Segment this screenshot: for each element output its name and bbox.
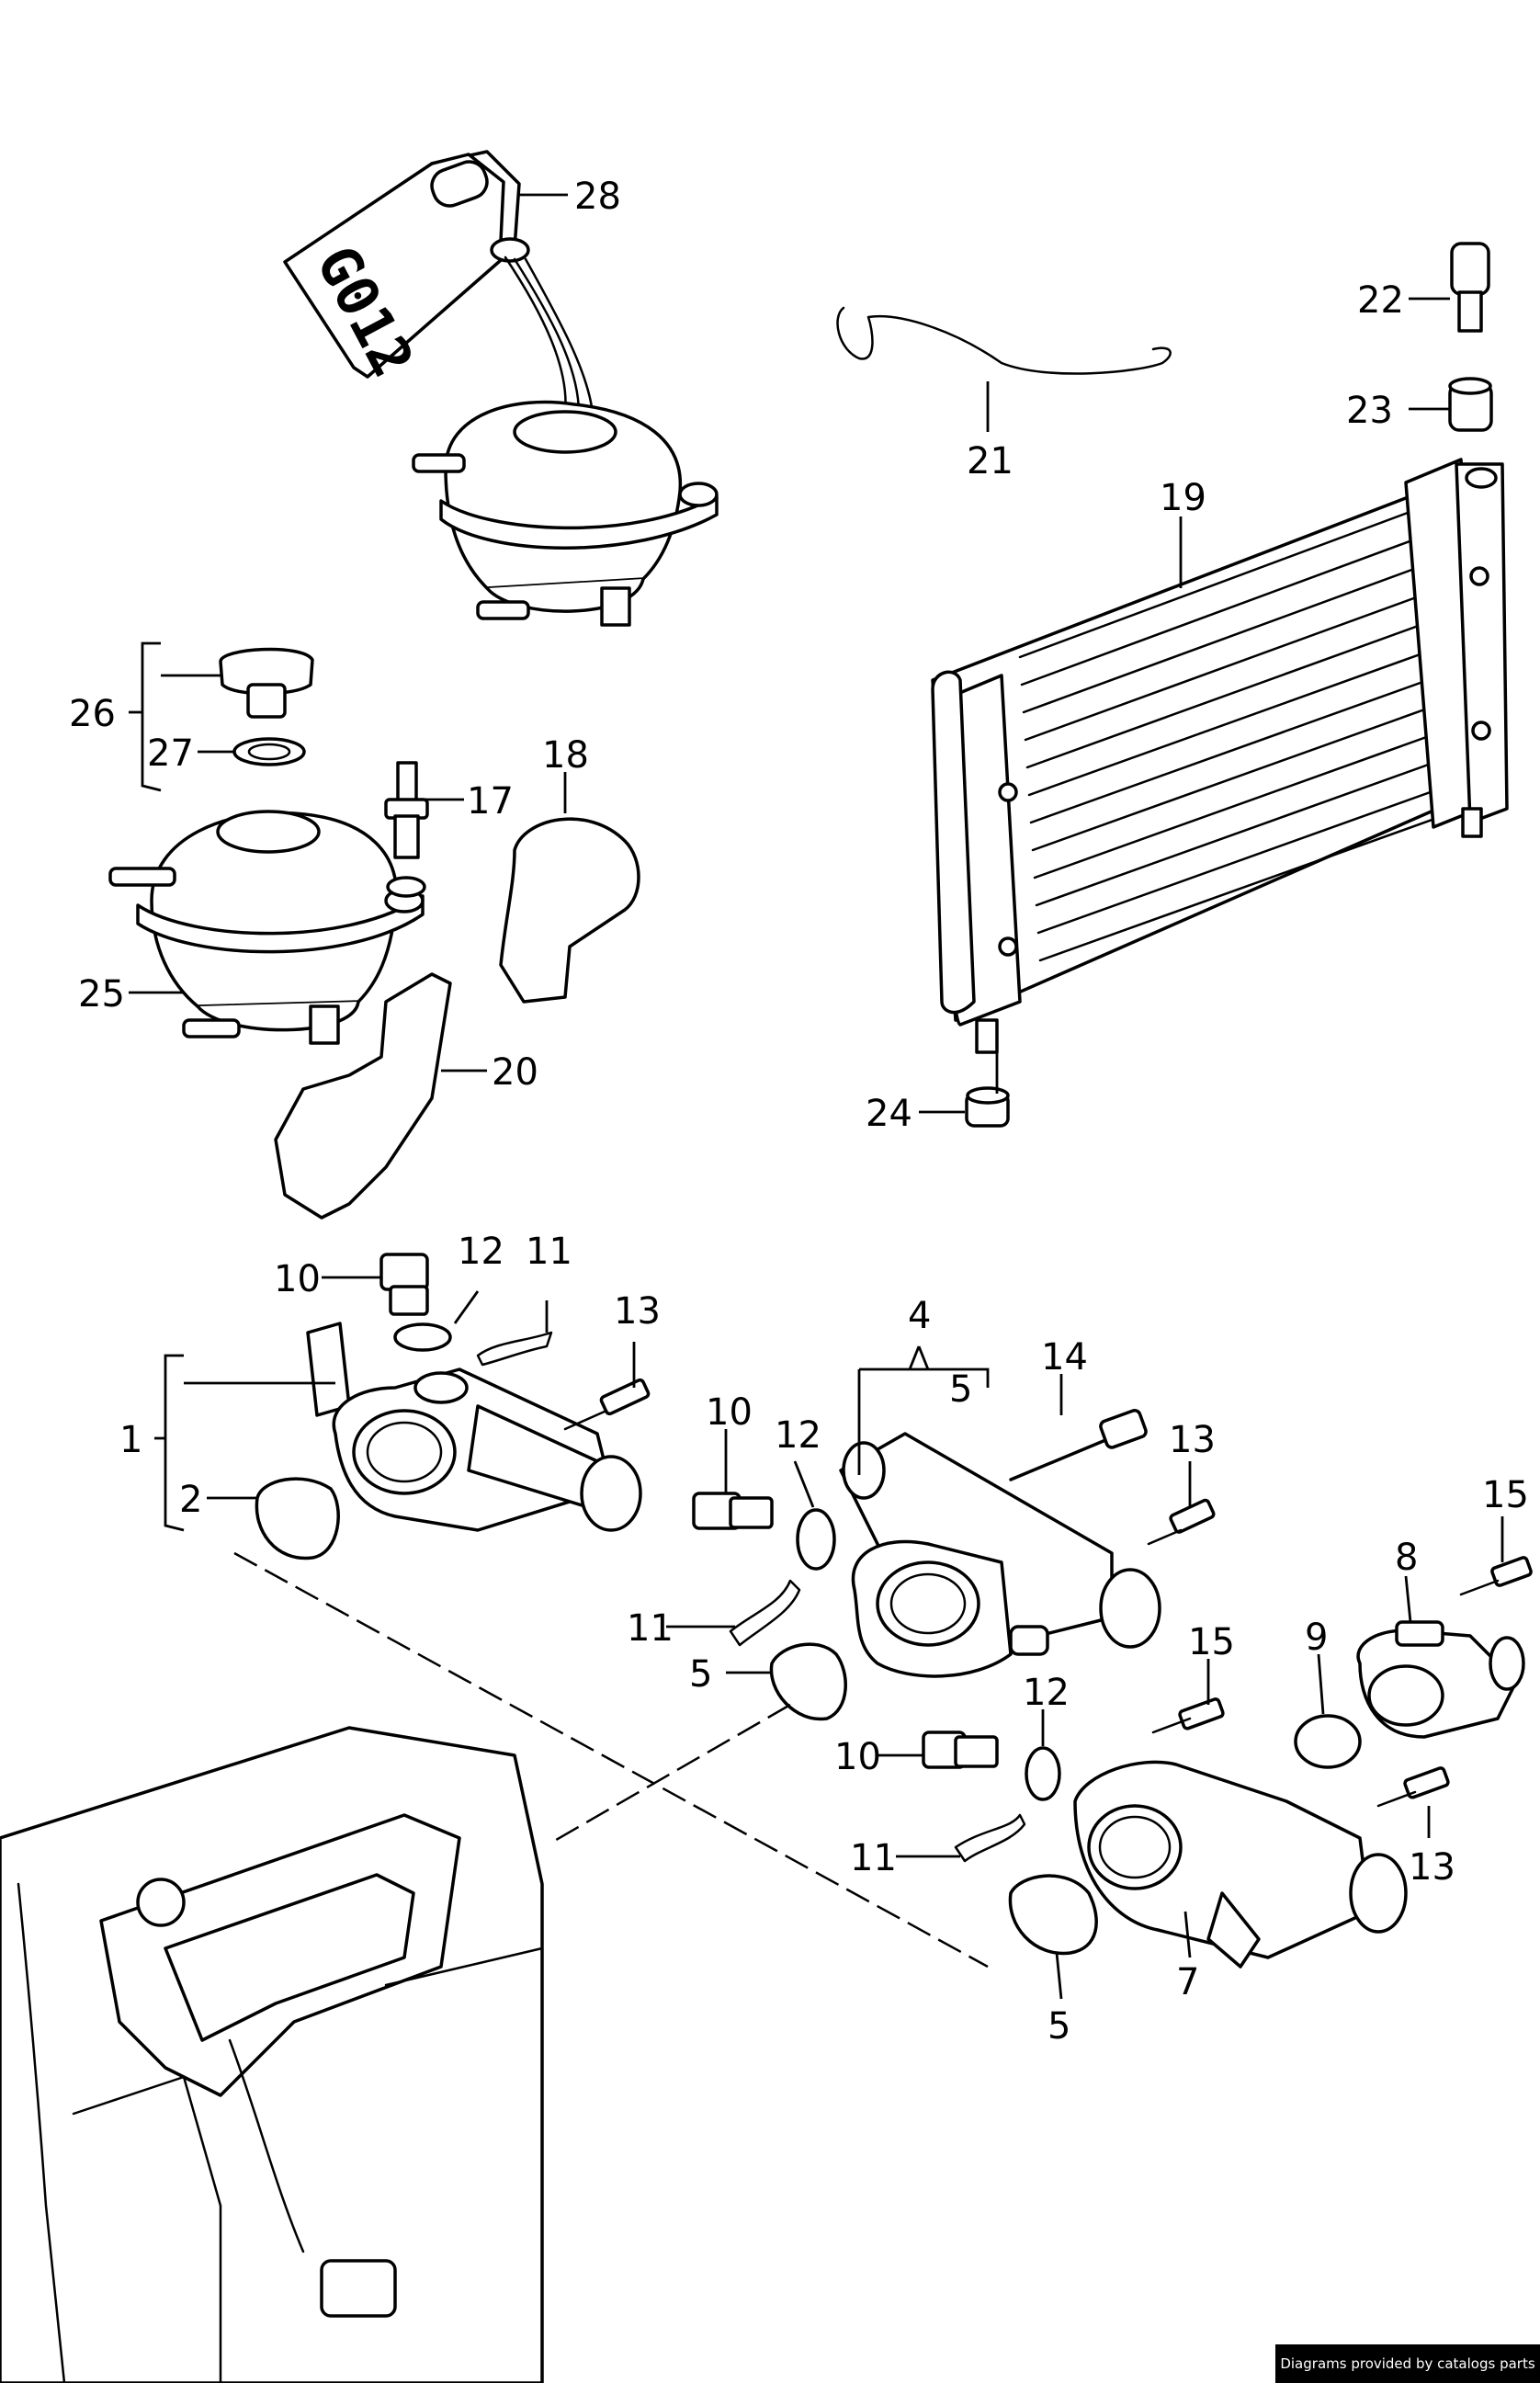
callout-15b: 15 <box>1188 1621 1235 1663</box>
callout-12b: 12 <box>775 1414 821 1457</box>
callout-9: 9 <box>1305 1617 1328 1659</box>
bolt-13c <box>1376 1766 1450 1808</box>
temperature-sender-10c <box>922 1731 999 1769</box>
routing-line-1 <box>233 1551 989 1969</box>
seal-ring-12a <box>393 1322 452 1352</box>
callout-13b: 13 <box>1169 1419 1216 1461</box>
callout-11c: 11 <box>850 1837 897 1879</box>
bolt-13b <box>1147 1498 1216 1546</box>
callout-10b: 10 <box>706 1391 753 1434</box>
diagram-credit: Diagrams provided by catalogs parts <box>1275 2344 1540 2383</box>
callout-5c: 5 <box>1047 2005 1070 2048</box>
callout-10c: 10 <box>834 1736 881 1778</box>
gasket-2 <box>255 1477 340 1560</box>
clip-11c <box>954 1813 1026 1863</box>
clip-11b <box>729 1579 801 1647</box>
callout-7: 7 <box>1176 1961 1199 2003</box>
bolt-15a <box>1459 1556 1533 1596</box>
flange-assembly-4 <box>839 1432 1161 1678</box>
engine-block <box>0 1726 544 2383</box>
callout-12c: 12 <box>1023 1672 1070 1714</box>
callout-1: 1 <box>119 1419 142 1461</box>
rubber-bush-23 <box>1448 377 1493 432</box>
seal-ring-9 <box>1294 1714 1362 1769</box>
callout-5a: 5 <box>949 1368 972 1411</box>
leader-lines <box>129 193 1504 2000</box>
callout-25: 25 <box>78 973 125 1016</box>
callout-20: 20 <box>492 1051 538 1094</box>
bracket-20 <box>274 972 452 1220</box>
callout-labels: 28 22 23 21 19 26 27 17 18 25 20 24 10 1… <box>69 176 1529 2048</box>
flange-assembly-1 <box>306 1322 642 1532</box>
bolt-14 <box>1009 1408 1148 1481</box>
cap-26 <box>219 647 314 719</box>
callout-13c: 13 <box>1409 1846 1455 1889</box>
temperature-sender-10b <box>692 1492 774 1530</box>
bolt-22 <box>1450 242 1490 333</box>
callout-11a: 11 <box>526 1231 572 1273</box>
flange-assembly-7 <box>1073 1760 1408 1969</box>
radiator <box>931 458 1509 1054</box>
seal-ring-12c <box>1025 1746 1061 1801</box>
coolant-container-g012: G012 <box>283 150 594 415</box>
hose-18 <box>499 817 640 1004</box>
gasket-5c <box>1008 1874 1098 1956</box>
bolt-15b <box>1151 1697 1225 1734</box>
callout-5b: 5 <box>689 1653 712 1696</box>
callout-18: 18 <box>542 734 589 777</box>
callout-15a: 15 <box>1482 1474 1529 1516</box>
callout-8: 8 <box>1395 1537 1418 1579</box>
callout-27: 27 <box>147 732 194 775</box>
callout-17: 17 <box>467 780 514 823</box>
rubber-bush-24 <box>965 1086 1010 1128</box>
callout-24: 24 <box>866 1093 912 1135</box>
retaining-spring <box>836 306 1172 375</box>
expansion-tank-upper <box>412 400 719 627</box>
bolt-13a <box>563 1378 651 1431</box>
temperature-sender-10a <box>379 1253 429 1316</box>
routing-line-2 <box>550 1703 791 1844</box>
stud-17 <box>384 761 429 898</box>
callout-14: 14 <box>1041 1336 1088 1379</box>
thermostat-housing-8 <box>1356 1620 1525 1739</box>
callout-26: 26 <box>69 693 116 735</box>
expansion-tank-25 <box>108 810 425 1045</box>
callout-28: 28 <box>574 176 621 218</box>
callout-2: 2 <box>179 1479 202 1521</box>
seal-27 <box>232 737 306 766</box>
callout-11b: 11 <box>627 1607 674 1650</box>
callout-13a: 13 <box>614 1290 661 1333</box>
seal-ring-12b <box>796 1508 836 1571</box>
callout-23: 23 <box>1346 390 1393 432</box>
clip-11a <box>476 1331 553 1367</box>
callout-4: 4 <box>908 1295 931 1337</box>
callout-19: 19 <box>1160 477 1206 519</box>
gasket-5a <box>769 1642 847 1721</box>
callout-10a: 10 <box>274 1258 321 1300</box>
callout-21: 21 <box>967 440 1013 482</box>
callout-12a: 12 <box>458 1231 504 1273</box>
callout-22: 22 <box>1357 279 1404 322</box>
